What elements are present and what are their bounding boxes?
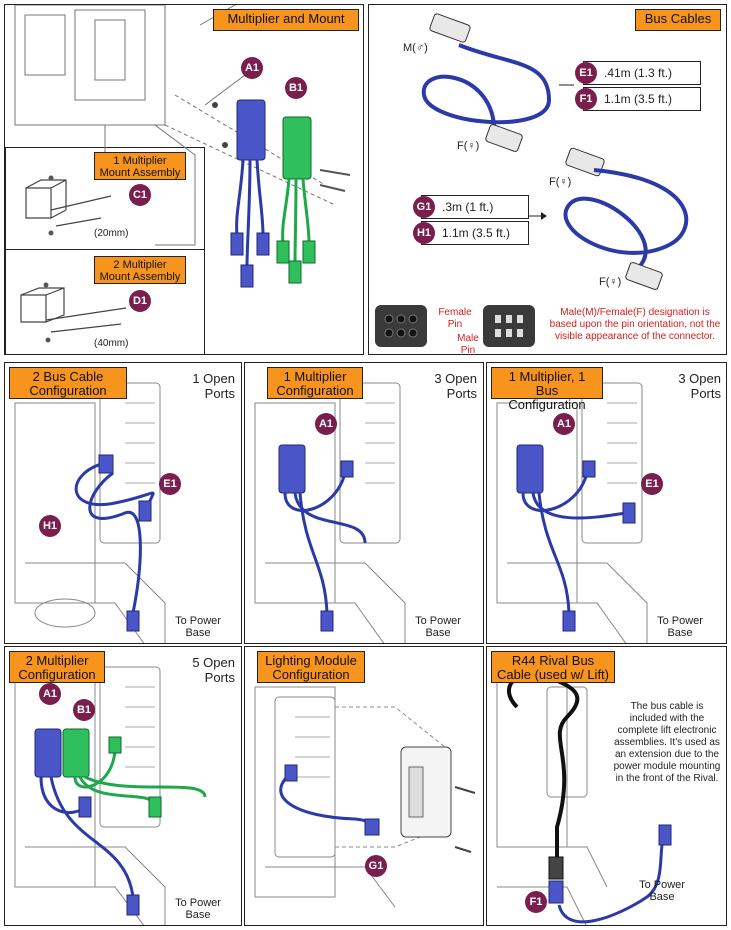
bus-cable-row-f1: 1.1m (3.5 ft.) [583,87,701,111]
bus-cable-row-h1: 1.1m (3.5 ft.) [421,221,529,245]
callout-a1: A1 [553,413,575,435]
r44-rival-note: The bus cable is included with the compl… [613,701,721,784]
male-pin-label: Male Pin [457,333,479,355]
multiplier-mount-title: Multiplier and Mount [213,9,359,31]
one-multiplier-config-title: 1 Multiplier Configuration [267,367,363,399]
callout-f1: F1 [575,88,597,110]
two-bus-config-illustration [14,382,166,643]
callout-e1: E1 [159,473,181,495]
two-multiplier-mount-box: 2 Multiplier Mount Assembly D1 (40mm) [5,249,205,354]
one-multiplier-one-bus-config-panel: 1 Multiplier, 1 Bus Configuration 3 Open… [486,362,727,644]
callout-g1: G1 [365,855,387,877]
callout-c1: C1 [129,184,151,206]
two-multiplier-mount-drawing [20,282,127,343]
two-bus-to-power-base: To Power Base [175,615,221,639]
two-bus-config-title: 2 Bus Cable Configuration [9,367,127,399]
one-multiplier-open-ports: 3 Open Ports [434,371,477,401]
callout-h1: H1 [413,222,435,244]
bus-cable-row-g1: .3m (1 ft.) [421,195,529,219]
multiplier-mount-panel: Multiplier and Mount A1 B1 1 Multiplier … [4,4,364,355]
one-multiplier-one-bus-illustration [496,382,648,643]
female-label-mid: F(♀) [549,176,572,188]
multiplier-mount-illustration [14,5,351,288]
two-multiplier-to-power-base: To Power Base [175,897,221,921]
r44-rival-bus-cable-panel: R44 Rival Bus Cable (used w/ Lift) The b… [486,646,727,926]
two-bus-open-ports: 1 Open Ports [192,371,235,401]
gender-designation-note: Male(M)/Female(F) designation is based u… [549,307,721,342]
male-label-top: M(♂) [403,42,428,54]
one-multiplier-one-bus-title: 1 Multiplier, 1 Bus Configuration [491,367,603,412]
callout-e1: E1 [575,62,597,84]
r44-rival-to-power-base: To Power Base [639,879,685,903]
female-label-bottom: F(♀) [599,276,622,288]
callout-g1: G1 [413,196,435,218]
callout-f1: F1 [525,891,547,913]
two-multiplier-config-illustration [14,666,207,925]
two-multiplier-config-title: 2 Multiplier Configuration [9,651,105,683]
bus-cable-length-g1: .3m (1 ft.) [442,200,494,214]
one-multiplier-one-bus-open-ports: 3 Open Ports [678,371,721,401]
one-multiplier-mount-box: 1 Multiplier Mount Assembly C1 (20mm) [5,147,205,251]
two-multiplier-mount-dim: (40mm) [94,338,129,349]
one-multiplier-to-power-base: To Power Base [415,615,461,639]
callout-a1: A1 [315,413,337,435]
lighting-module-title: Lighting Module Configuration [257,651,365,683]
bus-cable-length-f1: 1.1m (3.5 ft.) [604,92,673,106]
bus-cable-row-e1: .41m (1.3 ft.) [583,61,701,85]
lighting-module-config-panel: Lighting Module Configuration G1 [244,646,484,926]
callout-a1: A1 [39,683,61,705]
bus-cables-title: Bus Cables [635,9,721,31]
female-pin-label: Female Pin [438,307,472,330]
bus-cables-illustration [375,13,689,347]
bus-cable-length-e1: .41m (1.3 ft.) [604,66,673,80]
one-multiplier-one-bus-to-power-base: To Power Base [657,615,703,639]
two-multiplier-mount-title: 2 Multiplier Mount Assembly [94,256,186,284]
two-bus-cable-config-panel: 2 Bus Cable Configuration 1 Open Ports E… [4,362,242,644]
one-multiplier-config-panel: 1 Multiplier Configuration 3 Open Ports … [244,362,484,644]
two-multiplier-config-panel: 2 Multiplier Configuration 5 Open Ports … [4,646,242,926]
callout-a1: A1 [241,57,263,79]
one-multiplier-mount-dim: (20mm) [94,228,129,239]
callout-e1: E1 [641,473,663,495]
one-multiplier-config-illustration [254,382,406,643]
callout-b1: B1 [285,77,307,99]
callout-h1: H1 [39,515,61,537]
one-multiplier-mount-drawing [25,175,112,236]
r44-rival-title: R44 Rival Bus Cable (used w/ Lift) [491,651,615,683]
lighting-module-illustration [254,686,476,908]
bus-cable-length-h1: 1.1m (3.5 ft.) [442,226,511,240]
bus-cables-panel: Bus Cables M(♂) F(♀) F(♀) F(♀) .41m (1.3… [368,4,727,355]
female-label-top: F(♀) [457,140,480,152]
one-multiplier-mount-title: 1 Multiplier Mount Assembly [94,152,186,180]
callout-d1: D1 [129,290,151,312]
two-multiplier-open-ports: 5 Open Ports [192,655,235,685]
callout-b1: B1 [73,699,95,721]
